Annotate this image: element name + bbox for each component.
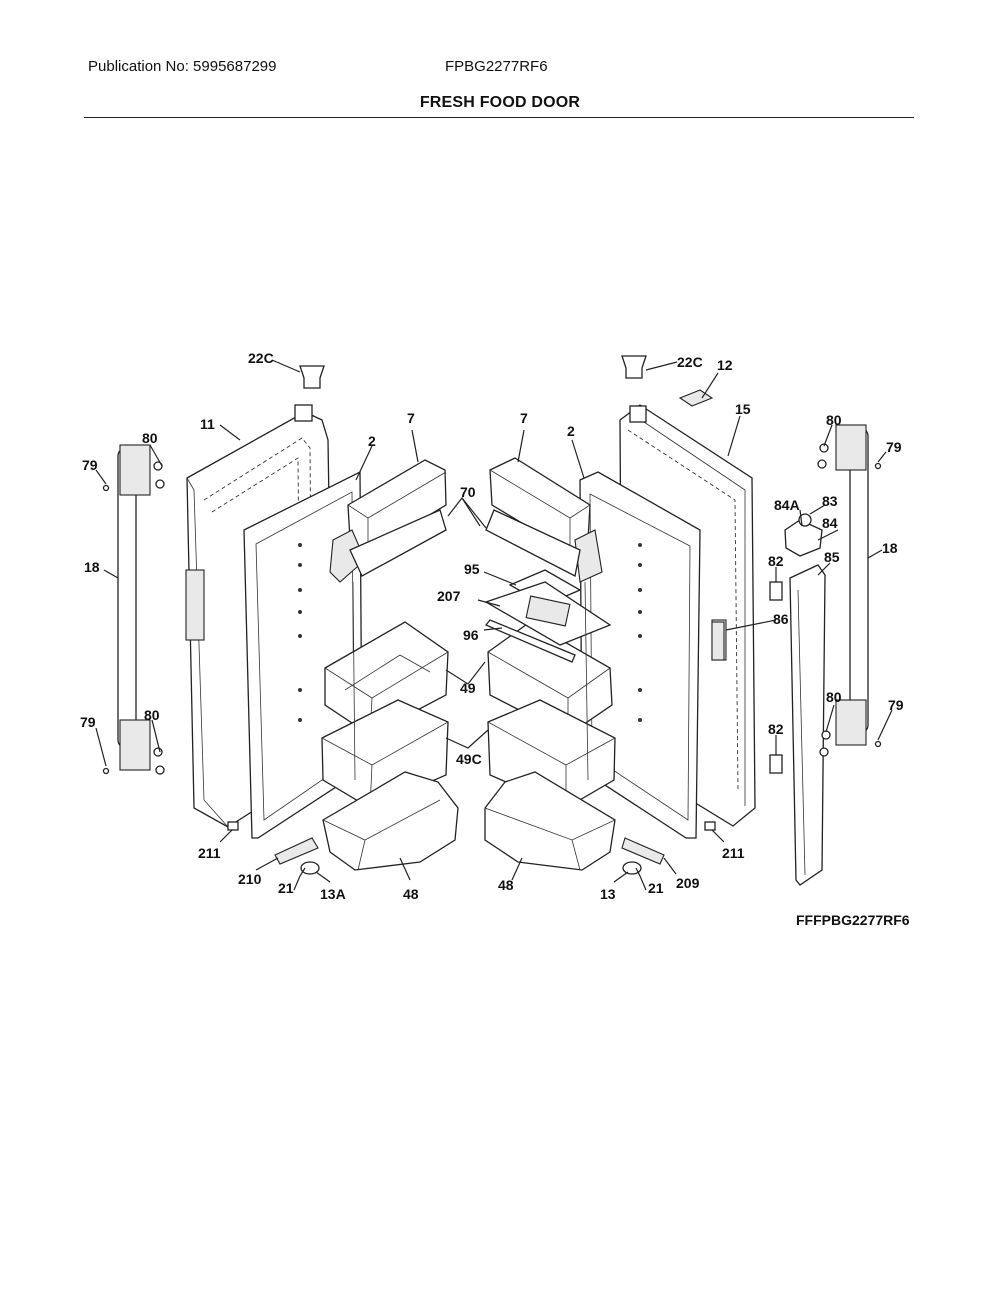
right-door-wire-channel — [584, 581, 589, 781]
callout-80-top-right: 80 — [826, 412, 842, 428]
left-door-bin-49 — [324, 621, 449, 736]
figure-code: FFFPBG2277RF6 — [796, 912, 910, 928]
callout-13A: 13A — [320, 886, 346, 902]
callout-49C: 49C — [456, 751, 482, 767]
callout-48-right: 48 — [498, 877, 514, 893]
callout-7-right: 7 — [520, 410, 528, 426]
callout-82-bottom: 82 — [768, 721, 784, 737]
callout-12: 12 — [717, 357, 733, 373]
bracket-84 — [711, 513, 823, 774]
callout-84A: 84A — [774, 497, 800, 513]
callout-7-left: 7 — [407, 410, 415, 426]
callout-79-top-right: 79 — [886, 439, 902, 455]
callout-21-right: 21 — [648, 880, 664, 896]
callout-207: 207 — [437, 588, 461, 604]
callout-84: 84 — [822, 515, 838, 531]
left-door-bin-48 — [322, 771, 459, 871]
left-handle-18 — [117, 444, 151, 771]
callout-80-bottom-left: 80 — [144, 707, 160, 723]
top-caps-22C — [299, 355, 714, 407]
cover-12 — [678, 389, 714, 407]
callout-95: 95 — [464, 561, 480, 577]
callout-48-left: 48 — [403, 886, 419, 902]
door-handle-recess — [185, 569, 205, 641]
callout-2-right: 2 — [567, 423, 575, 439]
right-door-bin-48 — [484, 771, 616, 871]
clip-82-bottom — [769, 754, 783, 774]
callout-211-left: 211 — [198, 845, 221, 861]
shelf-assembly-95-207-96 — [484, 569, 612, 663]
right-door-bin-7 — [485, 457, 603, 583]
callout-82-top: 82 — [768, 553, 784, 569]
callout-labels: 22C 22C 12 11 15 7 7 2 2 80 80 79 79 18 … — [80, 350, 904, 902]
callout-85: 85 — [824, 549, 840, 565]
callout-80-bottom-right: 80 — [826, 689, 842, 705]
callout-80-top-left: 80 — [142, 430, 158, 446]
header-divider — [84, 117, 914, 118]
leader-lines — [95, 359, 893, 891]
callout-209: 209 — [676, 875, 700, 891]
callout-15: 15 — [735, 401, 751, 417]
door-trim-85 — [789, 564, 826, 886]
callout-22C-left: 22C — [248, 350, 274, 366]
callout-79-bottom-left: 79 — [80, 714, 96, 730]
publication-number: Publication No: 5995687299 — [88, 58, 277, 75]
callout-13: 13 — [600, 886, 616, 902]
callout-21-left: 21 — [278, 880, 294, 896]
callout-96: 96 — [463, 627, 479, 643]
callout-211-right: 211 — [722, 845, 745, 861]
callout-2-left: 2 — [368, 433, 376, 449]
page-title: FRESH FOOD DOOR — [419, 94, 581, 111]
callout-83: 83 — [822, 493, 838, 509]
callout-210: 210 — [238, 871, 262, 887]
callout-22C-right: 22C — [677, 354, 703, 370]
module-86 — [711, 621, 725, 661]
left-door-bin-7 — [329, 459, 447, 583]
model-number: FPBG2277RF6 — [445, 58, 548, 75]
callout-79-bottom-right: 79 — [888, 697, 904, 713]
right-handle-18 — [835, 424, 869, 746]
left-door-wire-channel — [352, 581, 356, 781]
clip-82-top — [769, 581, 783, 601]
callout-70: 70 — [460, 484, 476, 500]
callout-11: 11 — [200, 416, 215, 432]
callout-79-top-left: 79 — [82, 457, 98, 473]
callout-18-right: 18 — [882, 540, 898, 556]
callout-86: 86 — [773, 611, 789, 627]
callout-49: 49 — [460, 680, 476, 696]
callout-18-left: 18 — [84, 559, 100, 575]
hinge-and-screws — [102, 443, 882, 875]
